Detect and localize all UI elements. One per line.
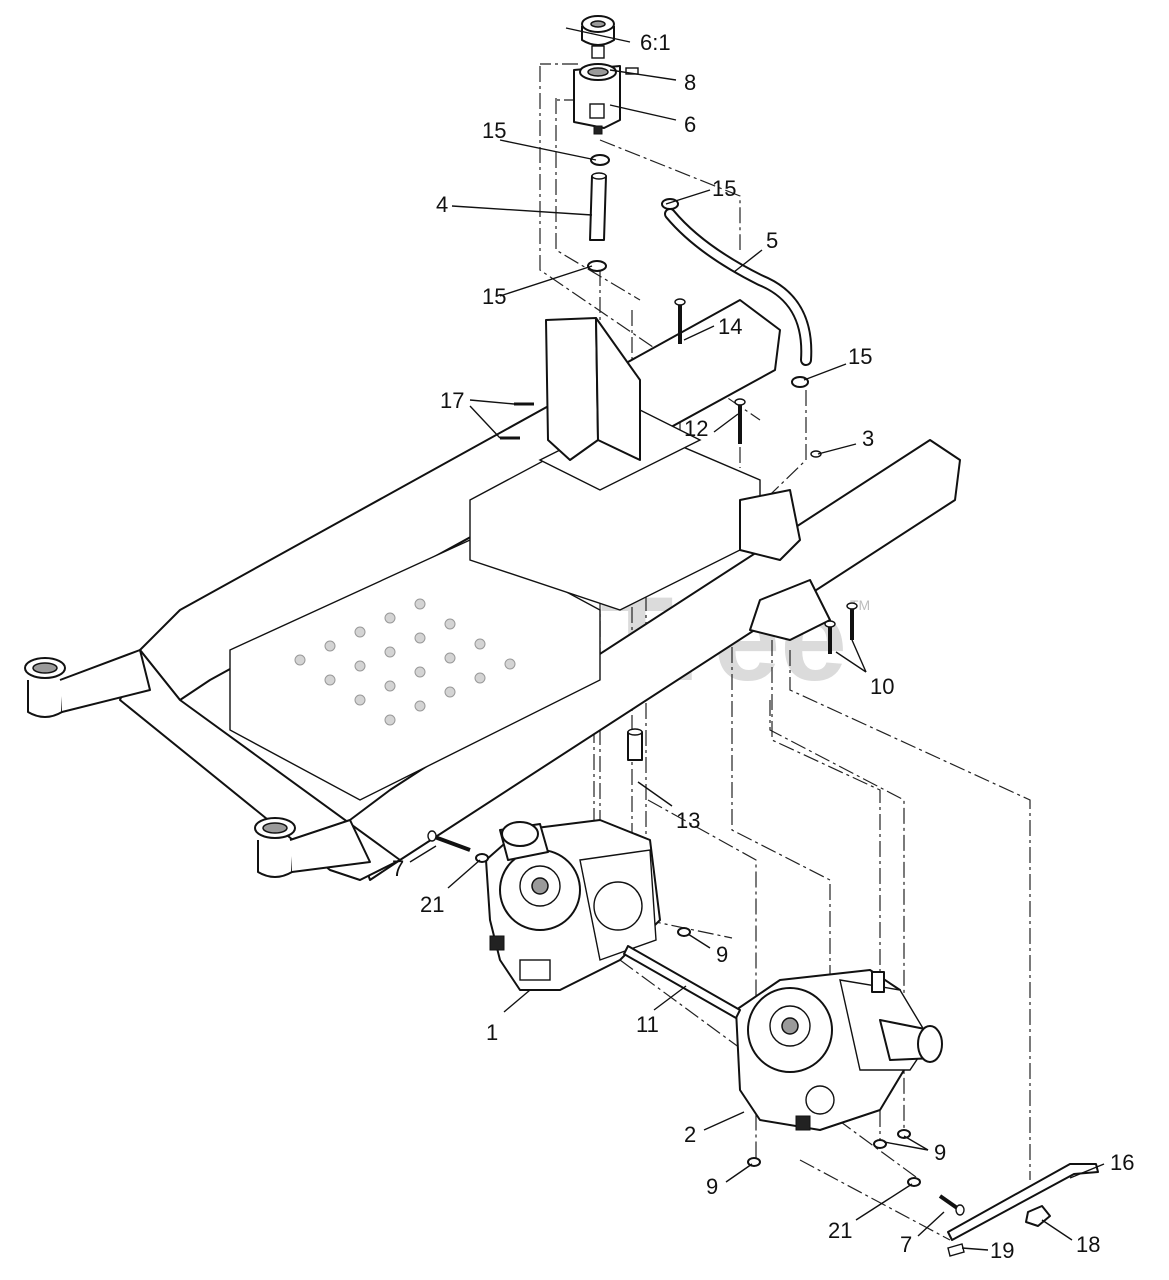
leader-line-c-21b [855, 1183, 913, 1221]
callout-label-c-7a: 7 [392, 856, 404, 881]
bolt-12 [734, 398, 746, 444]
leader-line-c-8 [609, 69, 677, 81]
callout-label-c-14: 14 [718, 314, 742, 339]
callout-label-c-16: 16 [1110, 1150, 1134, 1175]
washer-9a [677, 927, 691, 937]
bolts-10 [824, 602, 858, 654]
leader-line-c-7a [409, 845, 437, 863]
callout-label-c-9b: 9 [934, 1140, 946, 1165]
callout-label-c-15b: 15 [712, 176, 736, 201]
leader-line-c-15d [803, 363, 847, 381]
callout-label-c-3: 3 [862, 426, 874, 451]
washer-21a [475, 853, 489, 863]
callout-label-c-6: 6 [684, 112, 696, 137]
leader-line-c-15c [499, 265, 593, 297]
leader-line-c-9d [725, 1163, 753, 1183]
callout-label-c-13: 13 [676, 808, 700, 833]
leader-line-c-6-1 [565, 27, 631, 43]
leader-line-c-2 [703, 1111, 745, 1131]
leader-line-c-15a [499, 139, 597, 161]
callout-label-c-2: 2 [684, 1122, 696, 1147]
leader-line-c-18 [1041, 1219, 1073, 1241]
leader-line-c-1 [503, 989, 531, 1013]
leader-line-c-14 [683, 325, 715, 341]
washer-9b [873, 1139, 887, 1149]
leader-line-c-9a [687, 933, 711, 949]
callout-label-c-8: 8 [684, 70, 696, 95]
callout-label-c-21b: 21 [828, 1218, 852, 1243]
bolts-17 [500, 402, 534, 440]
leader-line-c-5 [733, 249, 763, 273]
leader-line-c-16 [1069, 1163, 1105, 1179]
callout-label-c-15c: 15 [482, 284, 506, 309]
callout-label-c-6-1: 6:1 [640, 30, 671, 55]
transaxle-2 [735, 969, 943, 1131]
transaxle-1 [485, 819, 661, 991]
callout-label-c-5: 5 [766, 228, 778, 253]
shaft-11 [623, 945, 741, 1019]
leader-line-c-7b [917, 1211, 945, 1237]
leader-line-c-10 [835, 651, 867, 673]
hydraulic-reservoir [573, 63, 621, 135]
leader-line-c-9b [883, 1141, 929, 1151]
hose-clamp-15d [791, 376, 809, 388]
leader-line-c-3 [817, 443, 857, 455]
chassis-frame [24, 299, 961, 881]
callout-label-c-19: 19 [990, 1238, 1014, 1263]
bolt-7b [938, 1194, 965, 1216]
leader-line-c-21a [447, 859, 481, 889]
bolt-14 [674, 298, 686, 344]
hose-clamp-15c [587, 260, 607, 272]
callout-label-c-17: 17 [440, 388, 464, 413]
leader-line-c-12 [713, 413, 739, 433]
leader-line-c-17 [469, 399, 515, 405]
hose-4 [589, 172, 607, 241]
callout-label-c-1: 1 [486, 1020, 498, 1045]
leader-line-c-4 [451, 205, 593, 216]
leader-line-c-6 [609, 104, 677, 121]
leader-line-c-9c [903, 1135, 929, 1151]
caster-mount-right [254, 817, 371, 878]
foot-pan-holes [294, 598, 516, 726]
leader-line-c-11 [653, 985, 687, 1011]
hose-clamp-15a [590, 154, 610, 166]
callout-label-c-9a: 9 [716, 942, 728, 967]
leader-line-c-10b [851, 639, 867, 673]
callout-label-c-15a: 15 [482, 118, 506, 143]
callout-label-c-10: 10 [870, 674, 894, 699]
bolt-7a [427, 830, 471, 852]
spacer-13 [627, 728, 643, 761]
bypass-rod-16 [947, 1163, 1099, 1241]
callout-label-c-21a: 21 [420, 892, 444, 917]
callout-label-c-15d: 15 [848, 344, 872, 369]
leader-line-c-15b [665, 189, 711, 205]
caster-mount-left [24, 649, 151, 718]
callout-label-c-4: 4 [436, 192, 448, 217]
callout-label-c-9d: 9 [706, 1174, 718, 1199]
clip-19 [947, 1243, 965, 1257]
callout-label-c-12: 12 [684, 416, 708, 441]
hose-5 [664, 208, 813, 366]
leader-line-c-13 [637, 781, 673, 807]
callout-label-c-11: 11 [636, 1012, 659, 1037]
leader-line-c-19 [961, 1247, 989, 1251]
leader-line-c-17b [469, 405, 501, 439]
bolt-3 [810, 450, 822, 458]
callout-label-c-18: 18 [1076, 1232, 1100, 1257]
washer-9c [897, 1129, 911, 1139]
callout-label-c-7b: 7 [900, 1232, 912, 1257]
